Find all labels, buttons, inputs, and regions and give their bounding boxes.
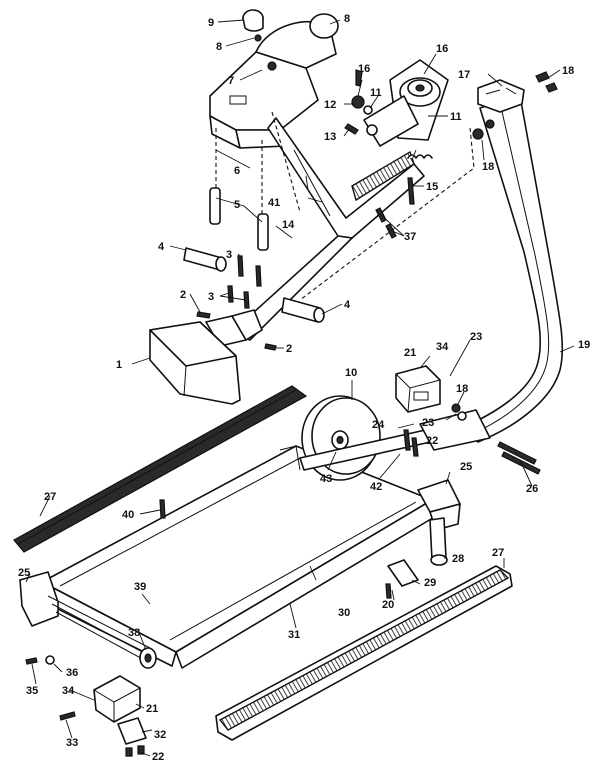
- bolt-18-top: [535, 71, 558, 93]
- drive-belt: [47, 595, 151, 663]
- callout-23-top: 23: [470, 331, 482, 343]
- callout-27-left: 27: [44, 491, 56, 503]
- callout-16-left: 16: [358, 63, 370, 75]
- callout-23-mid: 23: [422, 417, 434, 429]
- callout-31: 31: [288, 629, 300, 641]
- callout-5: 5: [234, 199, 240, 211]
- pivot-bracket: [363, 95, 419, 147]
- console-hub: [267, 61, 277, 71]
- leader-lines: [25, 19, 575, 757]
- callout-7: 7: [228, 75, 234, 87]
- callout-11-right: 11: [450, 111, 462, 123]
- callout-22-rear: 22: [426, 435, 438, 447]
- incline-bracket: [385, 559, 419, 599]
- callout-35: 35: [26, 685, 38, 697]
- side-rail-right: [215, 565, 513, 741]
- callout-3-lower: 3: [208, 291, 214, 303]
- callout-3-upper: 3: [226, 249, 232, 261]
- callout-10: 10: [345, 367, 357, 379]
- callout-42: 42: [370, 481, 382, 493]
- callout-14: 14: [282, 219, 295, 231]
- callout-6: 6: [234, 165, 240, 177]
- callout-25-front: 25: [18, 567, 30, 579]
- callout-2-lower: 2: [286, 343, 292, 355]
- roller-end-caps: [19, 479, 461, 627]
- callout-13: 13: [324, 131, 336, 143]
- callout-11-left: 11: [370, 87, 382, 99]
- pull-cords: [215, 128, 263, 214]
- callout-8-screw: 8: [216, 41, 222, 53]
- callout-33: 33: [66, 737, 78, 749]
- seat-bolts: [196, 255, 277, 351]
- callout-43: 43: [320, 473, 332, 485]
- console-screw: [254, 34, 262, 42]
- callout-20: 20: [382, 599, 394, 611]
- callout-17: 17: [458, 69, 470, 81]
- callout-34-rear: 34: [436, 341, 449, 353]
- rear-base-cap-upper: [395, 365, 441, 413]
- callout-18-lower: 18: [456, 383, 468, 395]
- callout-40: 40: [122, 509, 134, 521]
- callout-37: 37: [404, 231, 416, 243]
- callout-25-rear: 25: [460, 461, 472, 473]
- callout-41: 41: [268, 197, 280, 209]
- console-cover: [255, 13, 339, 69]
- side-rail-left: [13, 385, 308, 553]
- front-base-hardware: [25, 655, 147, 757]
- assembly-guide-line: [299, 127, 475, 301]
- callout-22-front: 22: [152, 751, 164, 763]
- callout-4-right: 4: [344, 299, 351, 311]
- upright-frame-tube: [461, 95, 564, 443]
- nut-18-upper: [472, 119, 495, 140]
- callout-32: 32: [154, 729, 166, 741]
- callout-21-rear: 21: [404, 347, 416, 359]
- rear-leveling-foot: [429, 517, 448, 566]
- footrest-left: [183, 247, 227, 272]
- seat-rail-frame: [231, 111, 425, 341]
- callout-labels: 1 2 2 3 3 4 4 5 6 7 8 8 9 10 11 11 12 13…: [18, 13, 590, 763]
- callout-18-top: 18: [562, 65, 574, 77]
- callout-30: 30: [338, 607, 350, 619]
- callout-24: 24: [372, 419, 385, 431]
- callout-34-front: 34: [62, 685, 75, 697]
- callout-38: 38: [128, 627, 140, 639]
- callout-29: 29: [424, 577, 436, 589]
- upright-top-bracket: [477, 79, 525, 113]
- callout-12: 12: [324, 99, 336, 111]
- base-crossbar: [299, 409, 491, 471]
- callout-18-mid: 18: [482, 161, 494, 173]
- bolt-15: [407, 177, 415, 205]
- base-hardware: [403, 403, 541, 475]
- handle-grips: [209, 187, 269, 251]
- callout-2-upper: 2: [180, 289, 186, 301]
- tension-spring: [407, 154, 433, 159]
- footrest-right: [281, 297, 325, 323]
- callout-8-cover: 8: [344, 13, 350, 25]
- callout-19: 19: [578, 339, 590, 351]
- seat-cushion: [149, 321, 241, 405]
- bolt-37: [375, 207, 397, 239]
- callout-15: 15: [426, 181, 438, 193]
- callout-21-front: 21: [146, 703, 158, 715]
- callout-4-left: 4: [158, 241, 165, 253]
- callout-36: 36: [66, 667, 78, 679]
- console-knob: [242, 9, 264, 32]
- callout-1: 1: [116, 359, 122, 371]
- callout-28: 28: [452, 553, 464, 565]
- front-roller-wheel: [139, 647, 157, 669]
- callout-39: 39: [134, 581, 146, 593]
- front-base-cap: [93, 675, 141, 723]
- bolt-40: [159, 499, 166, 519]
- callout-26: 26: [526, 483, 538, 495]
- callout-27-right: 27: [492, 547, 504, 559]
- callout-9: 9: [208, 17, 214, 29]
- callout-16-right: 16: [436, 43, 448, 55]
